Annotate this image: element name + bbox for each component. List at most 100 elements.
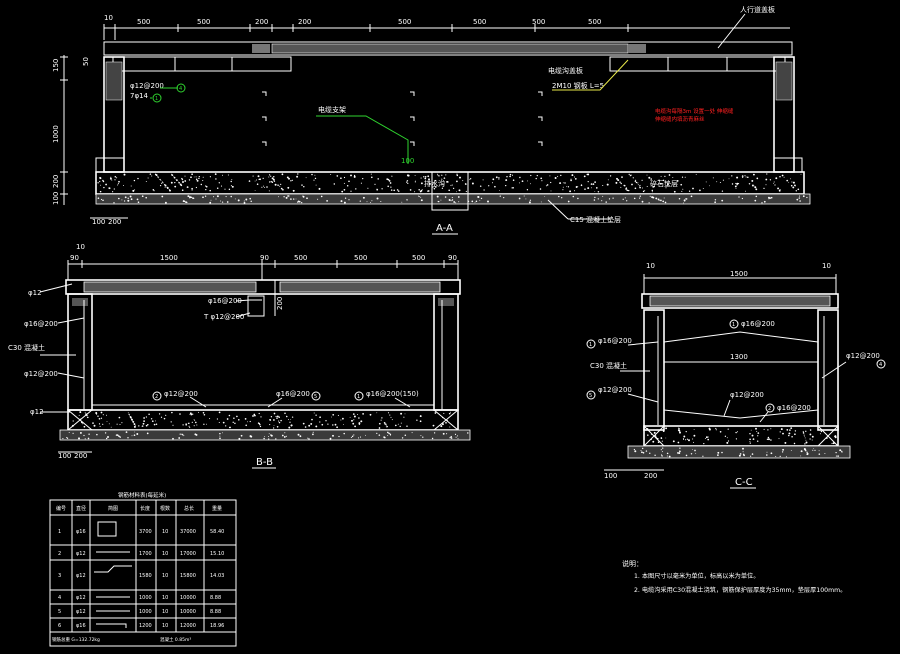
gravel-dot [431,437,434,440]
gravel-dot [202,412,205,414]
gravel-dot [102,180,105,183]
gravel-dot [131,435,133,437]
gravel-dot [731,183,734,185]
gravel-dot [465,190,467,193]
cc-inner-dim: 1300 [730,353,748,361]
gravel-dot [441,178,443,180]
aa-dim-bottom-1: 200 [108,218,121,226]
gravel-dot [441,423,444,426]
gravel-dot [716,181,718,183]
gravel-dot [192,413,194,415]
gravel-dot [165,414,167,416]
gravel-dot [721,451,723,454]
gravel-dot [676,180,679,182]
gravel-dot [824,453,826,454]
gravel-dot [469,179,470,181]
gravel-dot [755,427,757,430]
gravel-dot [219,432,221,435]
gravel-dot [569,190,572,193]
bb-circle-2-label: 2 [155,394,158,400]
gravel-dot [332,424,334,426]
gravel-dot [290,198,292,200]
gravel-dot [216,195,219,198]
gravel-dot [388,180,391,182]
gravel-dot [678,452,681,455]
gravel-dot [580,184,583,187]
gravel-dot [164,184,167,187]
gravel-dot [249,197,251,200]
gravel-dot [498,189,500,191]
gravel-dot [359,436,362,438]
gravel-dot [308,424,311,427]
aa-dim-left-1: 50 [82,57,90,66]
gravel-dot [133,423,136,426]
gravel-dot [79,411,82,414]
bb-dim-top-2: 1500 [160,254,178,262]
gravel-dot [450,435,452,438]
gravel-dot [766,438,769,441]
gravel-dot [218,411,221,414]
gravel-dot [355,188,357,190]
gravel-dot [749,442,751,444]
aa-dim-left-2: 1000 [52,125,60,143]
gravel-dot [641,187,643,189]
gravel-dot [118,197,120,200]
gravel-dot [583,175,586,178]
gravel-dot [756,440,759,442]
gravel-dot [529,199,532,201]
gravel-dot [96,433,98,436]
gravel-dot [545,185,547,187]
gravel-dot [634,450,637,453]
gravel-dot [407,182,409,185]
gravel-dot [282,188,284,191]
gravel-dot [85,413,87,415]
gravel-dot [145,416,148,418]
gravel-dot [661,455,663,457]
gravel-dot [562,186,564,188]
gravel-dot [172,437,174,440]
gravel-dot [624,197,626,199]
gravel-dot [159,178,161,181]
gravel-dot [118,180,120,183]
gravel-dot [434,179,437,182]
gravel-dot [799,200,801,202]
gravel-dot [297,173,299,175]
gravel-dot [304,426,307,428]
gravel-dot [819,433,821,435]
gravel-dot [811,439,813,441]
gravel-dot [280,183,282,185]
gravel-dot [424,176,427,178]
gravel-dot [546,184,549,186]
gravel-dot [573,176,576,178]
gravel-dot [800,450,803,453]
gravel-dot [624,185,626,187]
gravel-dot [185,423,187,425]
gravel-dot [107,436,109,438]
gravel-dot [387,412,390,414]
gravel-dot [749,438,751,441]
gravel-dot [114,175,117,178]
gravel-dot [115,434,118,436]
gravel-dot [389,433,392,436]
gravel-dot [809,438,811,440]
gravel-dot [190,176,192,179]
gravel-dot [770,439,772,441]
gravel-dot [270,175,272,177]
gravel-dot [678,427,680,430]
gravel-dot [391,419,393,421]
gravel-dot [237,199,240,202]
gravel-dot [680,183,683,186]
gravel-dot [790,427,793,429]
section-bb: 10 90 1500 90 500 500 500 90 200 φ12 φ16… [8,243,471,469]
gravel-dot [210,199,212,201]
gravel-dot [690,195,693,198]
bb-mid-2: T φ12@200 [203,313,244,321]
gravel-dot [557,175,559,177]
bb-dim-top-3: 90 [260,254,269,262]
gravel-dot [652,185,655,188]
gravel-dot [791,435,793,438]
gravel-dot [306,197,308,200]
gravel-dot [654,435,657,437]
gravel-dot [351,419,353,422]
gravel-dot [378,422,381,425]
